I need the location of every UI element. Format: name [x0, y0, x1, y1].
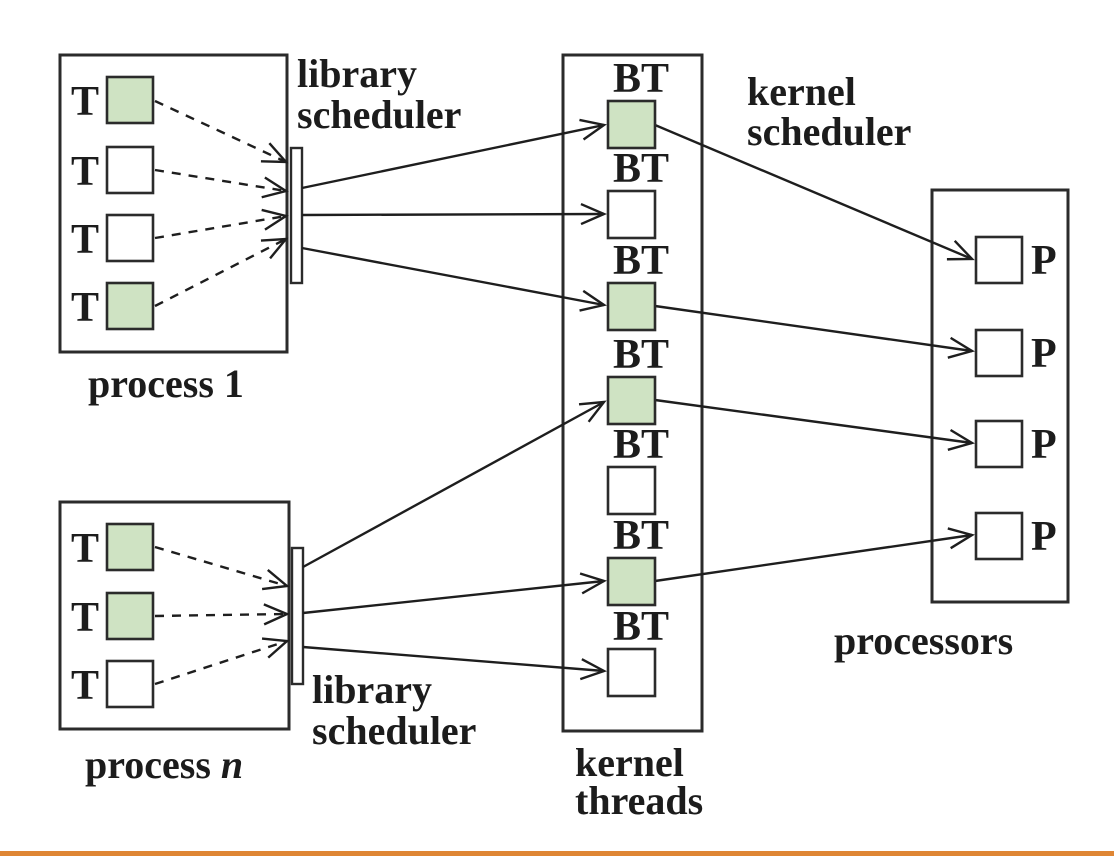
kernel-thread-4-cell: [606, 375, 657, 426]
dashed-arrow-p1-t2-to-library-scheduler: [154, 168, 289, 199]
processor-4-cell: [974, 511, 1024, 561]
kernel-scheduler-label-line2: scheduler: [747, 109, 911, 154]
processor-2-label: P: [1031, 331, 1057, 377]
processor-3-label: P: [1031, 422, 1057, 468]
arrow-p1-scheduler-to-bt1: [301, 118, 607, 190]
process-1-caption: process 1: [88, 361, 244, 406]
library-scheduler-tab-process-1: [289, 146, 304, 285]
processor-2-cell: [974, 328, 1024, 378]
processors-caption: processors: [834, 618, 1013, 663]
arrow-p1-scheduler-to-bt2: [301, 202, 608, 226]
dashed-arrow-pn-t3-to-library-scheduler: [154, 637, 290, 686]
library-scheduler-top-label-line2: scheduler: [297, 92, 461, 137]
p1-thread-2-label: T: [71, 149, 99, 195]
p1-thread-3-label: T: [71, 217, 99, 263]
dashed-arrow-p1-t3-to-library-scheduler: [154, 208, 289, 240]
p1-thread-2-cell: [105, 145, 155, 195]
arrow-pn-scheduler-to-bt6: [302, 572, 607, 615]
kernel-threads-caption-line1: kernel: [575, 740, 684, 785]
kernel-thread-2-label: BT: [613, 146, 669, 192]
arrow-bt3-to-p2: [654, 304, 975, 359]
process-1-box: [58, 53, 289, 354]
kernel-thread-7-cell: [606, 647, 657, 698]
processor-3-cell: [974, 419, 1024, 469]
arrow-pn-scheduler-to-bt4: [302, 400, 607, 569]
pn-thread-1-label: T: [71, 526, 99, 572]
kernel-thread-5-label: BT: [613, 422, 669, 468]
dashed-arrow-p1-t1-to-library-scheduler: [154, 99, 289, 164]
pn-thread-2-label: T: [71, 595, 99, 641]
library-scheduler-top-label-line1: library: [297, 51, 417, 96]
kernel-thread-1-label: BT: [613, 56, 669, 102]
p1-thread-1-cell: [105, 75, 155, 125]
p1-thread-4-label: T: [71, 285, 99, 331]
arrow-p1-scheduler-to-bt3: [301, 246, 607, 312]
kernel-thread-4-label: BT: [613, 332, 669, 378]
library-scheduler-bottom-label-line1: library: [312, 667, 432, 712]
library-scheduler-tab-process-n: [290, 546, 305, 686]
kernel-thread-6-label: BT: [613, 513, 669, 559]
dashed-arrow-pn-t1-to-library-scheduler: [154, 545, 290, 591]
process-n-caption: process n: [85, 742, 243, 787]
library-scheduler-bottom-label-line2: scheduler: [312, 708, 476, 753]
processor-1-label: P: [1031, 238, 1057, 284]
arrow-bt6-to-p4: [654, 527, 975, 583]
kernel-scheduler-label-line1: kernel: [747, 69, 856, 114]
kernel-thread-6-cell: [606, 556, 657, 607]
kernel-thread-7-label: BT: [613, 604, 669, 650]
bottom-orange-divider: [0, 851, 1114, 856]
p1-thread-3-cell: [105, 213, 155, 263]
processor-4-label: P: [1031, 514, 1057, 560]
p1-thread-4-cell: [105, 281, 155, 331]
p1-thread-1-label: T: [71, 79, 99, 125]
processor-1-cell: [974, 235, 1024, 285]
arrow-bt1-to-p1: [654, 123, 975, 261]
kernel-thread-3-cell: [606, 281, 657, 332]
arrow-bt4-to-p3: [654, 398, 975, 451]
kernel-thread-2-cell: [606, 189, 657, 240]
pn-thread-2-cell: [105, 591, 155, 641]
dashed-arrow-pn-t2-to-library-scheduler: [154, 603, 291, 626]
kernel-thread-3-label: BT: [613, 238, 669, 284]
dashed-arrow-p1-t4-to-library-scheduler: [154, 237, 289, 308]
kernel-threads-caption-line2: threads: [575, 778, 703, 823]
arrow-pn-scheduler-to-bt7: [302, 645, 608, 681]
kernel-thread-5-cell: [606, 465, 657, 516]
kernel-thread-1-cell: [606, 99, 657, 150]
pn-thread-1-cell: [105, 522, 155, 572]
pn-thread-3-cell: [105, 659, 155, 709]
pn-thread-3-label: T: [71, 663, 99, 709]
